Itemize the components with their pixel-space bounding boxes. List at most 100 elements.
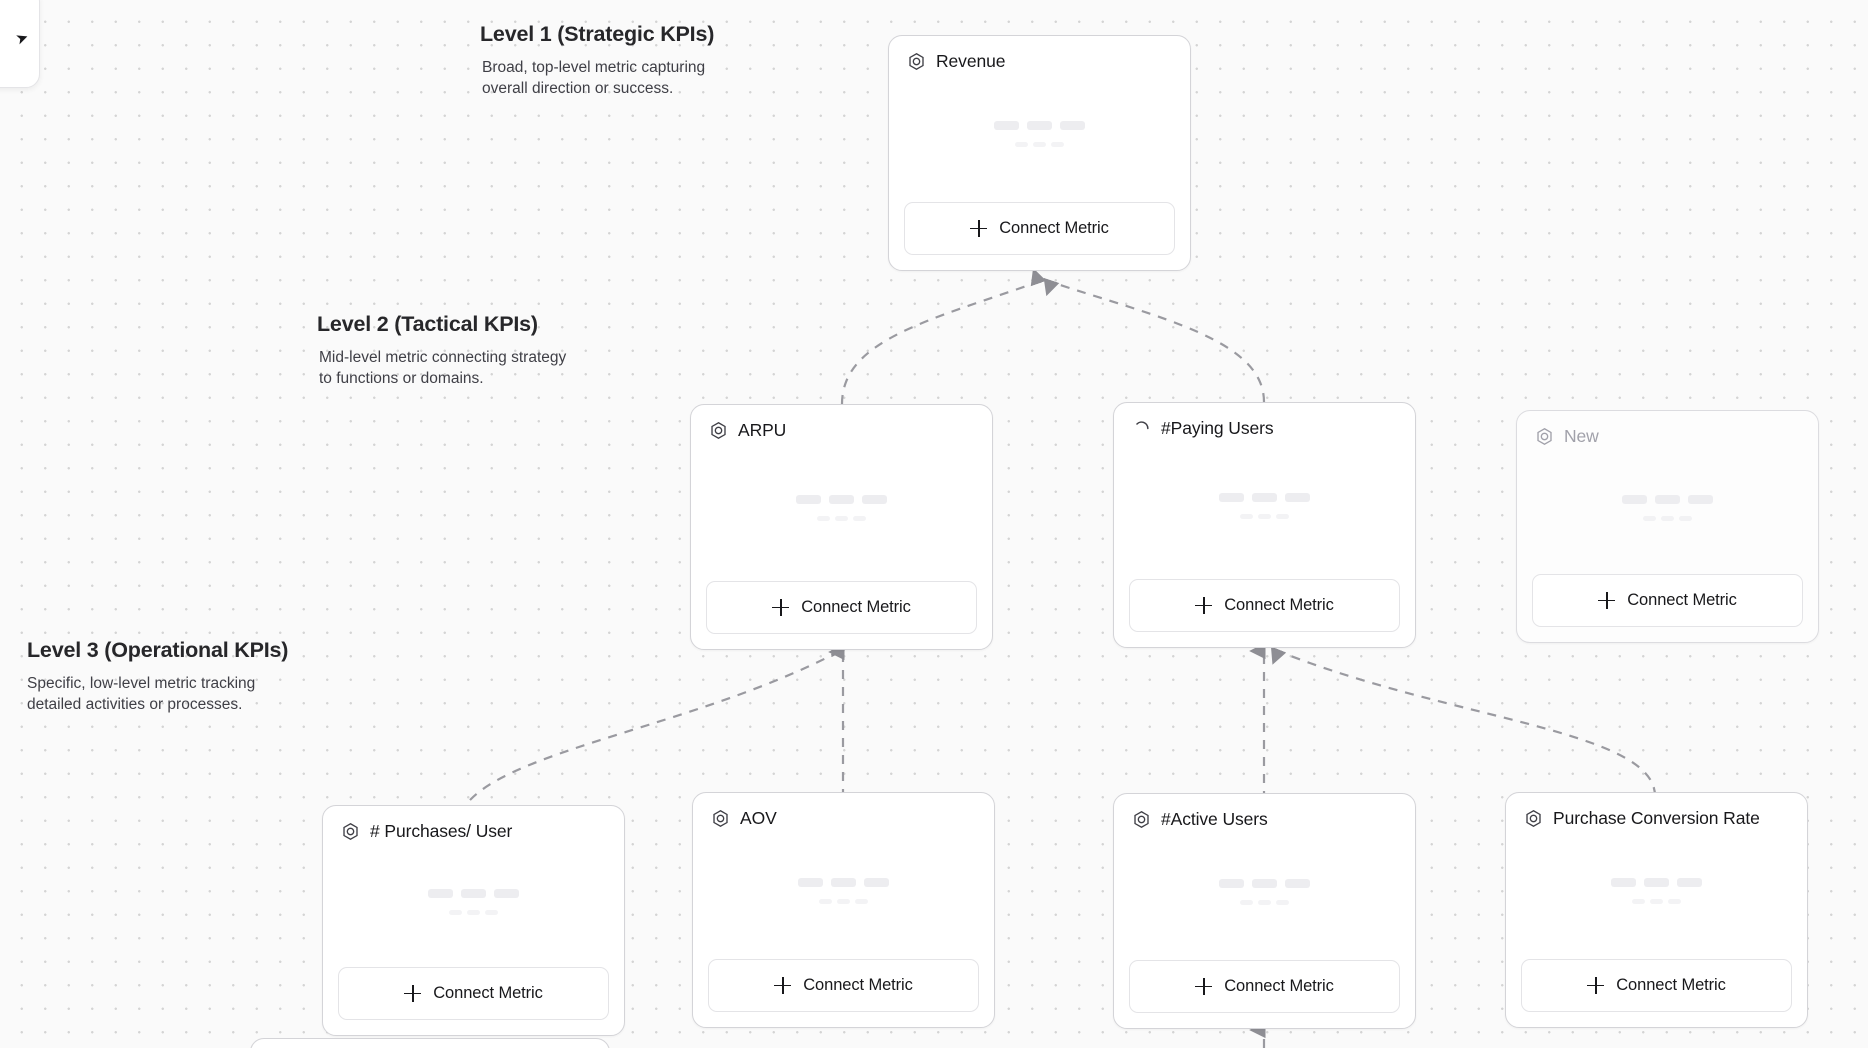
plus-icon (1195, 978, 1213, 995)
skeleton-bar (1033, 142, 1046, 147)
skeleton-bar (1668, 899, 1681, 904)
skeleton-bar (485, 909, 498, 915)
card-placeholder-body (1517, 447, 1818, 574)
hexagon-target-icon (1134, 810, 1149, 829)
level-2-title: Level 2 (Tactical KPIs) (317, 312, 538, 336)
connect-metric-button[interactable]: Connect Metric (1521, 959, 1792, 1012)
card-header: Purchase Conversion Rate (1506, 793, 1807, 829)
skeleton-bar (796, 495, 821, 504)
skeleton-bar (1219, 493, 1244, 502)
connect-metric-button[interactable]: Connect Metric (904, 202, 1175, 255)
plus-icon (774, 977, 792, 994)
card-placeholder-body (1506, 829, 1807, 959)
card-title: #Active Users (1161, 809, 1268, 829)
connect-metric-label: Connect Metric (801, 598, 911, 616)
card-placeholder-body (889, 72, 1190, 202)
card-title: #Paying Users (1161, 418, 1274, 438)
skeleton-bar (1276, 514, 1289, 519)
metric-card-paying-users[interactable]: #Paying Users Connect Metric (1113, 402, 1416, 648)
level-1-section-label: Level 1 (Strategic KPIs) Broad, top-leve… (480, 22, 732, 100)
connect-metric-button[interactable]: Connect Metric (1129, 579, 1400, 632)
card-placeholder-body (323, 842, 624, 967)
edge-paying-users-to-revenue (1043, 277, 1266, 403)
plus-icon (772, 599, 790, 616)
skeleton-bar (1240, 514, 1253, 519)
skeleton-row-secondary (819, 899, 868, 904)
skeleton-bar (1258, 900, 1271, 905)
level-3-description: Specific, low-level metric tracking deta… (27, 675, 256, 714)
card-header: #Paying Users (1114, 403, 1415, 439)
skeleton-row-primary (798, 878, 889, 887)
skeleton-bar (831, 878, 856, 887)
card-title: Revenue (936, 51, 1006, 71)
connect-metric-label: Connect Metric (1627, 591, 1737, 609)
skeleton-bar (1688, 494, 1713, 504)
metric-card-aov[interactable]: AOV Connect Metric (692, 792, 995, 1028)
connect-metric-label: Connect Metric (1616, 976, 1726, 994)
connect-metric-button[interactable]: Connect Metric (706, 581, 977, 634)
connect-metric-label: Connect Metric (1224, 977, 1334, 995)
skeleton-bar (1655, 494, 1680, 504)
skeleton-bar (1679, 515, 1692, 521)
spinner-icon (1136, 421, 1149, 430)
level-2-section-label: Level 2 (Tactical KPIs) Mid-level metric… (317, 312, 569, 390)
card-header: AOV (693, 793, 994, 829)
card-header: ARPU (691, 405, 992, 441)
card-placeholder-body (1114, 439, 1415, 579)
skeleton-row-primary (1622, 494, 1713, 504)
plus-icon (970, 220, 988, 237)
metric-card-revenue[interactable]: Revenue Connect Metric (888, 35, 1191, 271)
hexagon-target-icon (711, 421, 726, 440)
floating-side-panel[interactable]: ➤ (0, 0, 40, 88)
metric-card-purchase-conversion-rate[interactable]: Purchase Conversion Rate Connect Metric (1505, 792, 1808, 1028)
connect-metric-button[interactable]: Connect Metric (1129, 960, 1400, 1013)
card-header: #Active Users (1114, 794, 1415, 830)
skeleton-bar (1051, 142, 1064, 147)
connect-metric-button[interactable]: Connect Metric (1532, 574, 1803, 627)
skeleton-bar (1611, 878, 1636, 887)
edge-purchases-to-arpu (469, 638, 847, 801)
card-title: ARPU (738, 420, 787, 440)
edge-arpu-to-revenue (840, 267, 1047, 405)
metric-card-partial-below[interactable] (250, 1038, 610, 1048)
skeleton-bar (1258, 514, 1271, 519)
skeleton-bar (1643, 515, 1656, 521)
skeleton-bar (1644, 878, 1669, 887)
skeleton-row-secondary (1632, 899, 1681, 904)
skeleton-bar (1252, 493, 1277, 502)
connect-metric-button[interactable]: Connect Metric (338, 967, 609, 1020)
hexagon-target-icon (713, 809, 728, 828)
skeleton-bar (1027, 121, 1052, 130)
cursor-icon: ➤ (13, 27, 32, 49)
skeleton-bar (835, 516, 848, 521)
card-title: AOV (740, 808, 777, 828)
connect-metric-label: Connect Metric (999, 219, 1109, 237)
skeleton-bar (1015, 142, 1028, 147)
level-1-title: Level 1 (Strategic KPIs) (480, 22, 715, 46)
metric-card-active-users[interactable]: #Active Users Connect Metric (1113, 793, 1416, 1029)
card-title: Purchase Conversion Rate (1553, 808, 1760, 828)
skeleton-row-primary (796, 495, 887, 504)
connect-metric-button[interactable]: Connect Metric (708, 959, 979, 1012)
skeleton-bar (1060, 121, 1085, 130)
metric-card-purchases-per-user[interactable]: # Purchases/ User Connect Metric (322, 805, 625, 1036)
skeleton-bar (467, 909, 480, 915)
skeleton-bar (449, 909, 462, 915)
card-header: New (1517, 411, 1818, 447)
skeleton-row-secondary (817, 516, 866, 521)
hexagon-target-icon (343, 822, 358, 841)
skeleton-bar (1661, 515, 1674, 521)
card-header: # Purchases/ User (323, 806, 624, 842)
skeleton-bar (1276, 900, 1289, 905)
edge-conversion-to-paying-users (1270, 646, 1657, 797)
plus-icon (1587, 977, 1605, 994)
metric-card-new[interactable]: New Connect Metric (1516, 410, 1819, 643)
skeleton-bar (864, 878, 889, 887)
plus-icon (1195, 597, 1213, 614)
connect-metric-label: Connect Metric (1224, 596, 1334, 614)
metric-card-arpu[interactable]: ARPU Connect Metric (690, 404, 993, 650)
skeleton-bar (829, 495, 854, 504)
skeleton-bar (1219, 879, 1244, 888)
hexagon-target-icon (909, 52, 924, 71)
